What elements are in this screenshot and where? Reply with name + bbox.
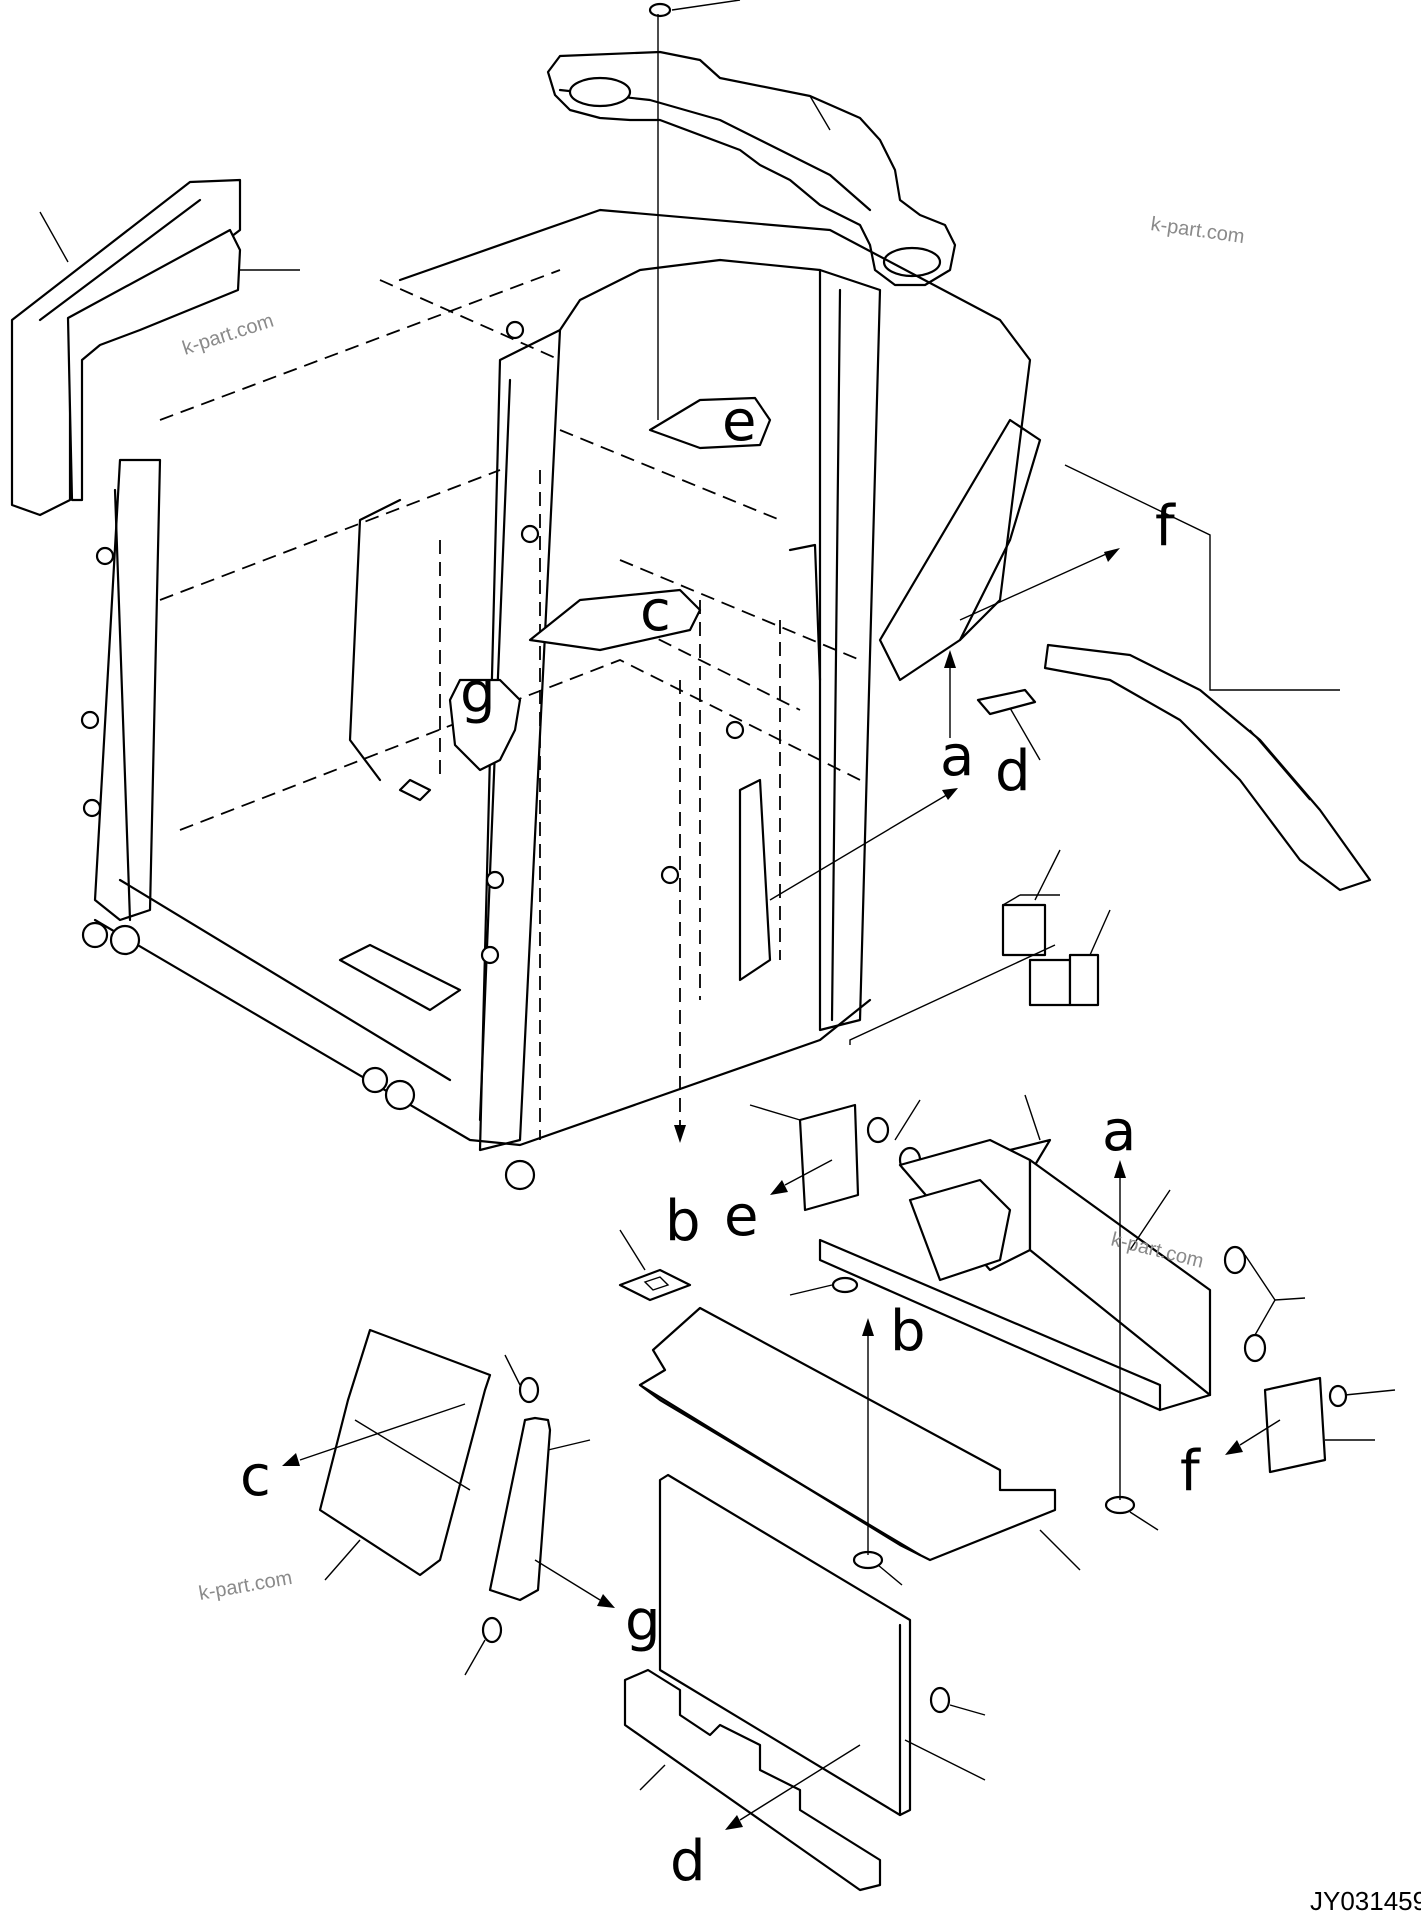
watermark-1: k-part.com (1149, 213, 1246, 248)
label-e-top: e (722, 389, 756, 454)
plate-e (798, 1103, 922, 1212)
long-floor-plate (638, 1306, 1057, 1562)
callout-shape-c (528, 588, 702, 652)
leader-block (1034, 849, 1061, 901)
callout-shape-e (648, 396, 772, 450)
leader-panel-d2 (639, 1764, 666, 1791)
block-single (1001, 894, 1060, 957)
leader-bracket (1129, 1189, 1171, 1251)
small-clip (976, 688, 1037, 716)
watermark-2: k-part.com (180, 310, 277, 360)
leader-long-plate (1039, 1529, 1081, 1571)
leader-washer-a (1129, 1511, 1159, 1531)
leader-pad-small (619, 1229, 646, 1271)
arrow-d-upper (769, 788, 958, 901)
leader-top-plate (809, 95, 831, 131)
leader-pad (39, 211, 69, 263)
leader-plate-e2 (894, 1099, 921, 1141)
drawing-code: JY031459 (1310, 1886, 1421, 1915)
label-d-bottom: d (670, 1829, 706, 1894)
washer-c (518, 1376, 540, 1404)
pad-small-square (618, 1268, 692, 1302)
small-plate-f (1263, 1376, 1348, 1474)
leader-block2 (1089, 909, 1111, 956)
leader-plate-e (749, 1104, 801, 1121)
leader-block3 (849, 944, 1056, 1045)
watermark-4: k-part.com (197, 1567, 294, 1605)
leader-angle-g (547, 1439, 591, 1451)
cab-frame (80, 208, 1042, 1191)
arrow-b-vertical (674, 680, 686, 1143)
leader-washer-b2 (877, 1564, 903, 1586)
leader-strip2 (1064, 464, 1340, 691)
arrow-b-lower (862, 1318, 874, 1555)
block-double (1028, 953, 1100, 1007)
arrow-f-lower (1225, 1419, 1281, 1455)
label-g-bottom: g (625, 1589, 661, 1654)
screw-top (648, 0, 741, 420)
arrow-d-lower (725, 1744, 861, 1830)
leader-strip (1249, 729, 1311, 801)
arrow-e-lower (770, 1159, 833, 1195)
small-angle-g (488, 1416, 552, 1602)
leader-washer-d (949, 1704, 986, 1716)
leader-plate-c (324, 1539, 361, 1581)
leader-tag (1024, 1094, 1041, 1141)
label-d-top: d (995, 739, 1031, 804)
leader-panel-d (904, 1739, 986, 1781)
label-a-bottom: a (1102, 1099, 1136, 1164)
leader-washers2 (1254, 1299, 1276, 1336)
label-c-bottom: c (240, 1444, 271, 1509)
leader-washer-c (504, 1354, 521, 1386)
washer-g (481, 1616, 503, 1644)
left-upper-pad (10, 178, 242, 517)
leader-f (1344, 1389, 1396, 1396)
arrow-a-lower (1114, 1160, 1126, 1500)
leader-washer-g (464, 1639, 486, 1676)
curved-seal-strip (1043, 643, 1372, 892)
washer-b (831, 1276, 859, 1294)
label-f-bottom: f (1180, 1439, 1201, 1504)
arrow-f-upper (959, 548, 1120, 621)
label-e-bottom: e (724, 1184, 758, 1249)
label-b-top: b (665, 1189, 701, 1254)
callout-shape-g (448, 678, 522, 772)
large-panel-d (623, 1473, 912, 1892)
leader-clip (1009, 707, 1041, 761)
leader-washers (1244, 1254, 1306, 1301)
washer-d (929, 1686, 951, 1714)
arrow-a-upper (944, 650, 956, 738)
arrow-c-lower (282, 1403, 466, 1466)
label-g-top: g (460, 661, 496, 726)
top-cover-plate (546, 50, 957, 287)
label-f-top: f (1155, 494, 1176, 559)
washers-right (1223, 1245, 1267, 1363)
arrow-g-lower (534, 1559, 615, 1608)
label-c-top: c (640, 579, 671, 644)
left-plate-c (318, 1328, 492, 1577)
channel-bracket (818, 1138, 1212, 1412)
label-b-bottom: b (890, 1299, 926, 1364)
label-a-top: a (940, 724, 974, 789)
leader-washer-b (789, 1284, 833, 1296)
